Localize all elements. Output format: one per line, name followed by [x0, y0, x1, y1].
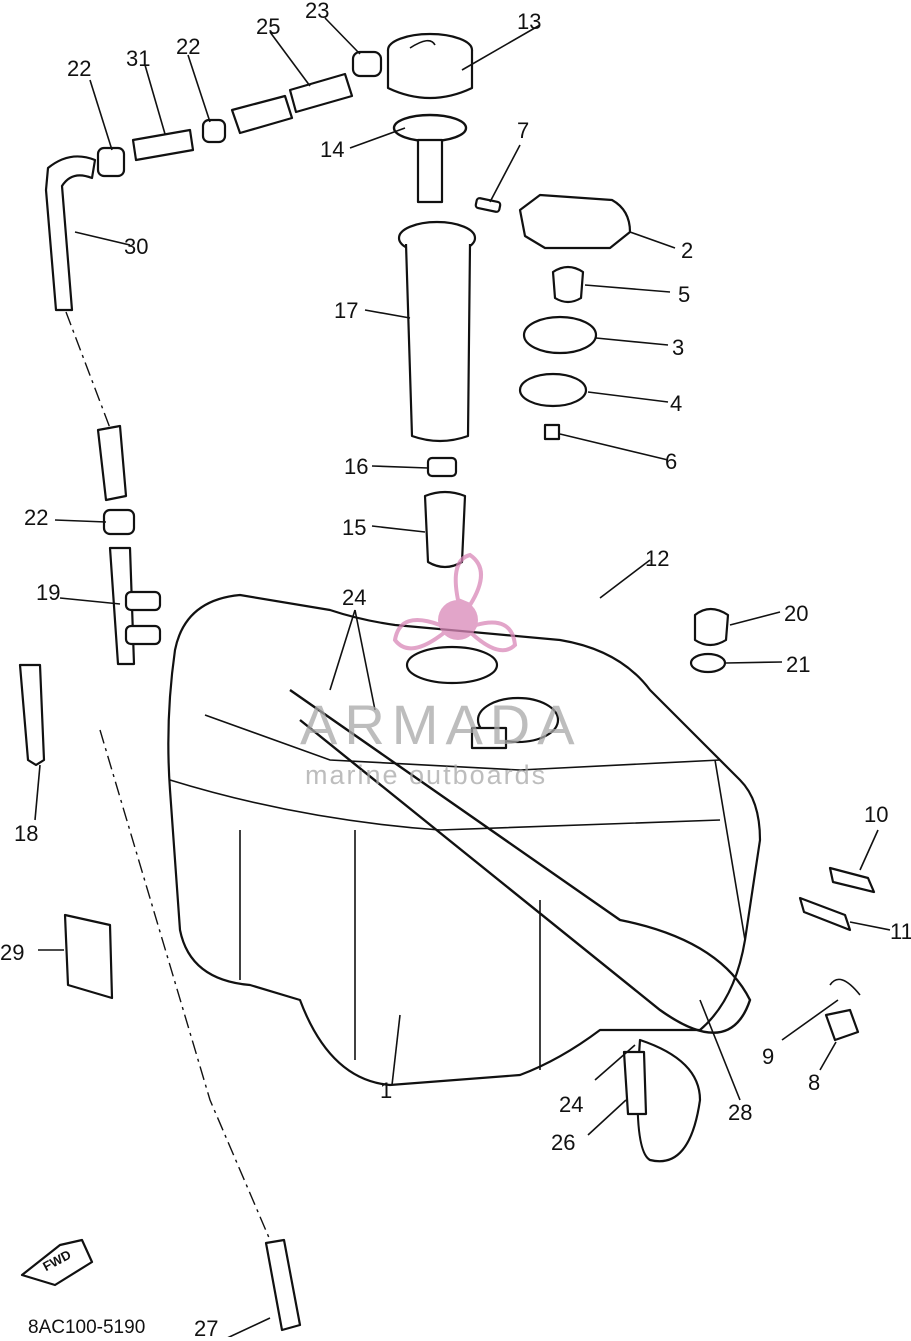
- washer: [689, 652, 727, 674]
- part-label-19: 19: [36, 580, 61, 605]
- part-label-20: 20: [784, 601, 809, 626]
- part-label-29: 29: [0, 940, 25, 965]
- pad: [63, 913, 114, 1000]
- part-label-7: 7: [517, 118, 530, 143]
- tank-cap: [386, 32, 474, 204]
- part-label-24a: 24: [342, 585, 367, 610]
- part-label-21: 21: [786, 652, 811, 677]
- fuel-tank: [167, 593, 762, 1087]
- gauge-clip: [470, 726, 508, 750]
- breather-hoses: [44, 50, 383, 666]
- watermark-brand: ARMADA: [300, 693, 582, 756]
- hose-loop: [636, 1038, 702, 1163]
- gauge-bolt: [543, 423, 561, 441]
- part-label-16: 16: [344, 454, 369, 479]
- part-label-4: 4: [670, 391, 683, 416]
- part-label-5: 5: [678, 282, 691, 307]
- part-label-2: 2: [681, 238, 694, 263]
- fwd-arrow-icon: [20, 1238, 94, 1287]
- part-label-26: 26: [551, 1130, 576, 1155]
- part-label-9: 9: [762, 1044, 775, 1069]
- strap: [18, 663, 46, 767]
- strainer-pipe: [397, 220, 477, 443]
- watermark-subtitle: marine outboards: [305, 760, 548, 790]
- route-line: [99, 729, 271, 1241]
- bolt-10: [828, 866, 876, 894]
- part-label-8: 8: [808, 1070, 821, 1095]
- fuel-hose: [289, 689, 752, 1034]
- part-label-18: 18: [14, 821, 39, 846]
- part-label-27: 27: [194, 1316, 219, 1341]
- part-label-24b: 24: [559, 1092, 584, 1117]
- part-label-22c: 22: [24, 505, 49, 530]
- part-label-12: 12: [645, 546, 670, 571]
- hose-27: [264, 1238, 302, 1332]
- part-label-25: 25: [256, 14, 281, 39]
- part-label-22b: 22: [176, 34, 201, 59]
- part-label-1: 1: [380, 1078, 393, 1103]
- gauge-cover: [518, 193, 632, 250]
- part-label-11: 11: [890, 919, 911, 944]
- nut: [693, 607, 730, 647]
- gauge-ring: [522, 315, 598, 355]
- gauge-washer: [518, 372, 588, 408]
- grommet: [824, 1008, 860, 1042]
- part-label-13: 13: [517, 9, 542, 34]
- part-label-6: 6: [665, 449, 678, 474]
- bolt-11: [798, 896, 852, 932]
- pin: [474, 197, 502, 213]
- spring-clip: [829, 978, 861, 996]
- filler-neck: [405, 645, 499, 685]
- clip-16: [426, 456, 458, 478]
- fuel-filter: [423, 490, 467, 569]
- part-label-3: 3: [672, 335, 685, 360]
- part-label-23: 23: [305, 0, 330, 23]
- watermark-logo: [392, 552, 518, 653]
- part-label-31: 31: [126, 46, 151, 71]
- part-label-22a: 22: [67, 56, 92, 81]
- part-label-17: 17: [334, 298, 359, 323]
- leader-lines: [34, 17, 891, 1337]
- part-label-15: 15: [342, 515, 367, 540]
- part-label-14: 14: [320, 137, 345, 162]
- part-label-30: 30: [124, 234, 149, 259]
- hose-26: [622, 1050, 648, 1116]
- part-label-10: 10: [864, 802, 889, 827]
- spring: [551, 265, 585, 304]
- part-label-28: 28: [728, 1100, 753, 1125]
- drawing-code: 8AC100-5190: [28, 1317, 146, 1338]
